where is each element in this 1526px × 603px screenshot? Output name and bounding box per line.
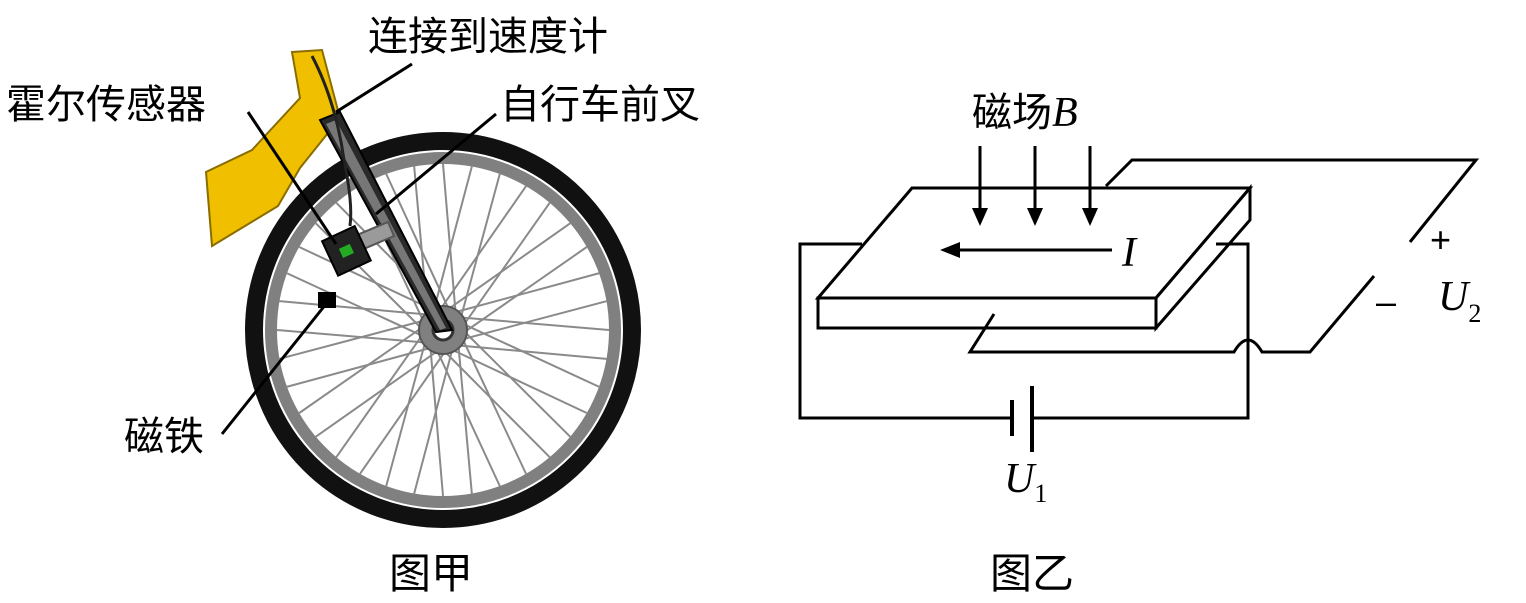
spoke (461, 322, 600, 388)
spoke (298, 325, 424, 414)
field-arrows (972, 146, 1098, 226)
magnet (318, 292, 336, 308)
hall-plate (814, 183, 1254, 333)
caption-right: 图乙 (990, 549, 1074, 598)
spoke (385, 339, 427, 487)
leader-hall-sensor (246, 111, 338, 245)
spoke (442, 349, 551, 458)
spoke (359, 349, 448, 475)
spoke (462, 246, 588, 335)
label-u2: U2 (1438, 274, 1481, 328)
wire-u2-top (1104, 158, 1480, 243)
spoke (462, 329, 571, 438)
spoke (452, 272, 600, 314)
tire (245, 132, 641, 528)
spoke (429, 345, 444, 497)
current-arrow (940, 242, 1112, 258)
label-speedometer: 连接到速度计 (368, 14, 608, 60)
label-magnet: 磁铁 (124, 414, 204, 460)
spoke (442, 163, 457, 315)
spoke (459, 173, 501, 321)
spoke (460, 300, 607, 341)
leader-speedometer (335, 62, 413, 114)
spokes (276, 163, 610, 497)
label-current: I (1121, 230, 1138, 276)
spoke (286, 272, 425, 338)
spoke (286, 346, 434, 388)
spoke (455, 344, 607, 360)
leader-front-fork (375, 112, 497, 216)
minus-sign: – (1376, 281, 1396, 322)
plus-sign: + (1430, 219, 1451, 260)
hall-sensor (320, 224, 373, 278)
bicycle-figure: 连接到速度计 霍尔传感器 自行车前叉 磁铁 图甲 (6, 14, 700, 598)
wire-u2-bottom (967, 275, 1376, 354)
label-u1: U1 (1004, 456, 1047, 508)
caption-left: 图甲 (389, 549, 473, 598)
spoke (279, 300, 431, 316)
label-hall-sensor: 霍尔传感器 (6, 82, 206, 128)
spoke (432, 166, 473, 313)
label-front-fork: 自行车前叉 (500, 82, 700, 128)
spoke (438, 185, 527, 311)
wire-left-loop (798, 242, 1012, 420)
hall-circuit-figure: 磁场B I U1 (798, 90, 1481, 598)
spoke (458, 316, 610, 331)
spoke (315, 348, 440, 438)
spoke (446, 222, 571, 312)
sensor-light (338, 243, 354, 258)
spoke (457, 342, 473, 494)
sensor-cable (310, 55, 353, 227)
spoke (413, 347, 454, 494)
wire-right-loop (1032, 242, 1250, 420)
spoke (435, 348, 501, 487)
spoke (460, 336, 527, 475)
spoke (449, 347, 588, 414)
label-field: 磁场B (972, 90, 1078, 136)
leader-magnet (220, 303, 328, 435)
